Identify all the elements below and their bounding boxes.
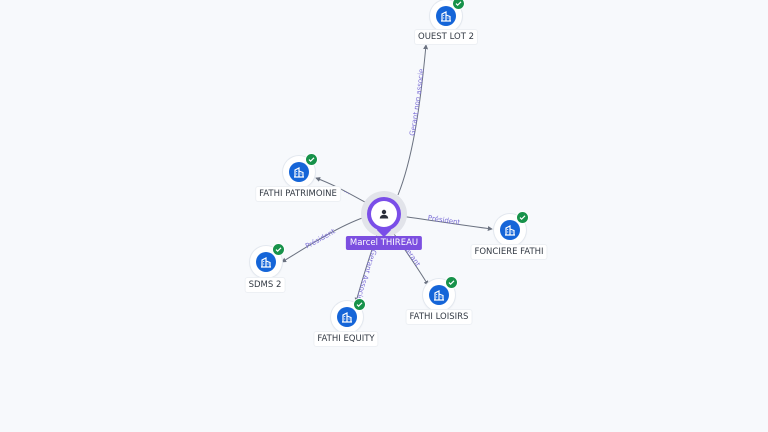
building-icon (500, 220, 520, 240)
edge-fonciere-fathi (399, 215, 493, 231)
edge-label: … (341, 189, 351, 199)
edge-label: Gerant non associe (408, 68, 425, 136)
edge-label: Président (427, 214, 461, 227)
check-icon (305, 153, 318, 166)
building-icon (256, 252, 276, 272)
company-label[interactable]: FATHI EQUITY (314, 332, 378, 346)
company-label[interactable]: FATHI LOISIRS (406, 310, 472, 324)
edge-label: Gerant Associe (355, 249, 378, 302)
check-icon (272, 243, 285, 256)
company-node-ouest-lot-2[interactable] (430, 0, 465, 32)
building-icon (289, 162, 309, 182)
company-label[interactable]: FONCIERE FATHI (471, 245, 547, 259)
edge-sdms-2 (281, 215, 369, 263)
check-icon (452, 0, 465, 10)
company-label[interactable]: SDMS 2 (245, 278, 285, 292)
person-icon (371, 201, 397, 227)
building-icon (436, 6, 456, 26)
company-label[interactable]: OUEST LOT 2 (415, 30, 477, 44)
person-label[interactable]: Marcel THIREAU (345, 236, 423, 250)
company-node-fathi-equity[interactable] (331, 298, 366, 333)
edge-ouest-lot-2 (397, 44, 429, 196)
company-label[interactable]: FATHI PATRIMOINE (256, 187, 340, 201)
check-icon (353, 298, 366, 311)
check-icon (445, 276, 458, 289)
company-node-fathi-patrimoine[interactable] (283, 153, 318, 188)
company-node-sdms-2[interactable] (250, 243, 285, 278)
check-icon (516, 211, 529, 224)
building-icon (337, 307, 357, 327)
building-icon (429, 285, 449, 305)
company-node-fathi-loisirs[interactable] (423, 276, 458, 311)
person-node[interactable] (367, 197, 401, 231)
company-node-fonciere-fathi[interactable] (494, 211, 529, 246)
edge-label: Président (304, 227, 337, 250)
